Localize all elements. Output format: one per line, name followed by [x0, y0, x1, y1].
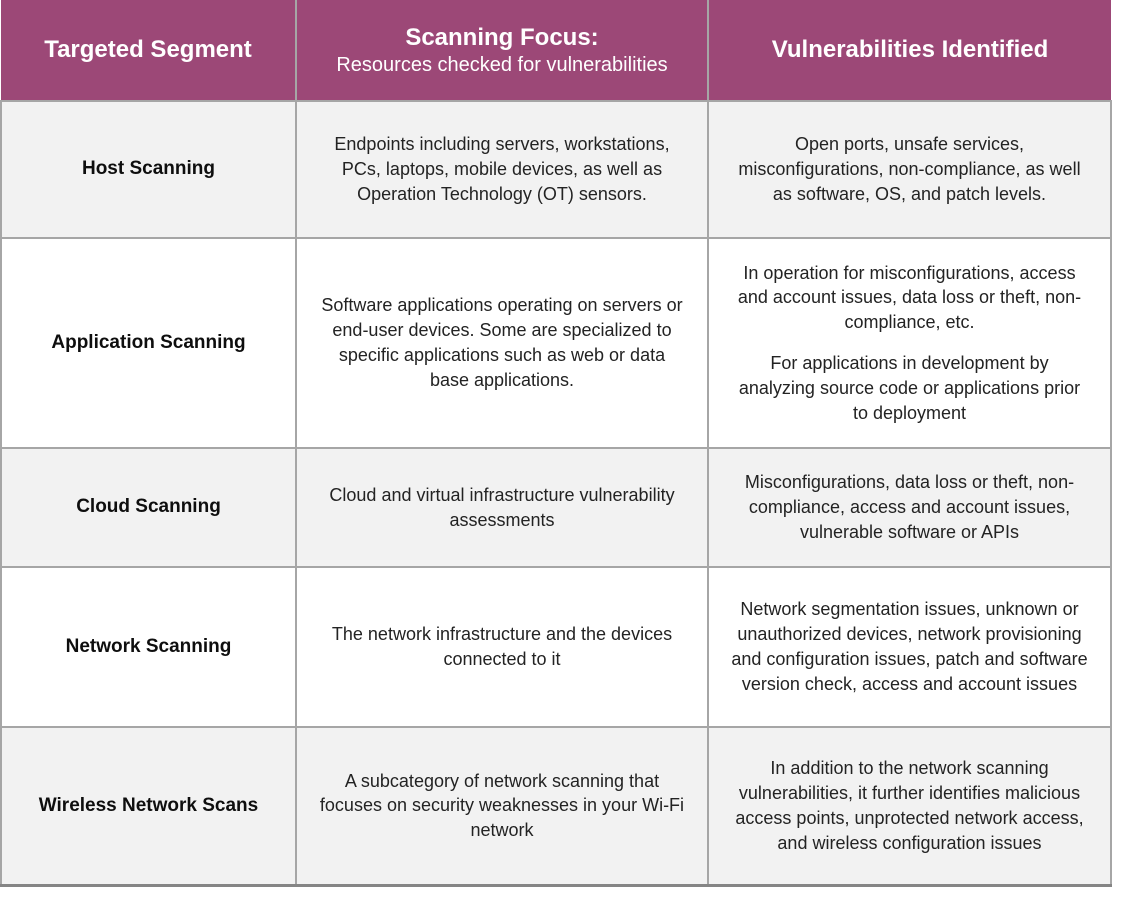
segment-cell: Application Scanning	[0, 237, 297, 449]
focus-cell: Software applications operating on serve…	[295, 237, 709, 449]
segment-cell: Wireless Network Scans	[0, 726, 297, 887]
focus-cell: Endpoints including servers, workstation…	[295, 100, 709, 239]
vulnerabilities-cell: Misconfigurations, data loss or theft, n…	[707, 447, 1112, 568]
vulnerability-paragraph: For applications in development by analy…	[738, 353, 1081, 423]
header-scanning-focus-title: Scanning Focus:	[405, 23, 599, 51]
segment-cell: Network Scanning	[0, 566, 297, 728]
table-row: Cloud Scanning Cloud and virtual infrast…	[0, 447, 1112, 568]
header-row: Targeted Segment Scanning Focus: Resourc…	[1, 0, 1111, 102]
vulnerabilities-cell: Network segmentation issues, unknown or …	[707, 566, 1112, 728]
table-row: Wireless Network Scans A subcategory of …	[0, 726, 1112, 887]
focus-paragraph: Cloud and virtual infrastructure vulnera…	[329, 484, 675, 530]
header-vulnerabilities-identified-label: Vulnerabilities Identified	[771, 36, 1049, 63]
header-targeted-segment: Targeted Segment	[1, 0, 297, 102]
vulnerabilities-cell: In addition to the network scanning vuln…	[707, 726, 1112, 887]
vulnerabilities-cell: In operation for misconfigurations, acce…	[707, 237, 1112, 449]
focus-paragraph: A subcategory of network scanning that f…	[319, 770, 685, 841]
vulnerability-paragraph: Network segmentation issues, unknown or …	[731, 599, 1088, 694]
header-scanning-focus-subtitle: Resources checked for vulnerabilities	[336, 53, 668, 76]
focus-paragraph: Endpoints including servers, workstation…	[334, 134, 670, 204]
focus-paragraph: Software applications operating on serve…	[321, 295, 683, 390]
vulnerabilities-cell: Open ports, unsafe services, misconfigur…	[707, 100, 1112, 239]
vulnerability-paragraph: In operation for misconfigurations, acce…	[737, 262, 1082, 333]
vulnerability-paragraph: Open ports, unsafe services, misconfigur…	[738, 134, 1081, 204]
vulnerability-paragraph: In addition to the network scanning vuln…	[735, 758, 1084, 853]
focus-cell: Cloud and virtual infrastructure vulnera…	[295, 447, 709, 568]
segment-cell: Cloud Scanning	[0, 447, 297, 568]
table-row: Host Scanning Endpoints including server…	[0, 100, 1112, 239]
table-body: Host Scanning Endpoints including server…	[0, 100, 1112, 887]
vulnerability-scanning-table: Targeted Segment Scanning Focus: Resourc…	[0, 0, 1112, 887]
focus-paragraph: The network infrastructure and the devic…	[331, 624, 673, 669]
header-targeted-segment-label: Targeted Segment	[44, 36, 252, 63]
header-scanning-focus: Scanning Focus: Resources checked for vu…	[295, 0, 709, 102]
focus-cell: The network infrastructure and the devic…	[295, 566, 709, 728]
table-header: Targeted Segment Scanning Focus: Resourc…	[1, 0, 1111, 102]
table-row: Network Scanning The network infrastruct…	[0, 566, 1112, 728]
table-row: Application Scanning Software applicatio…	[0, 237, 1112, 449]
segment-cell: Host Scanning	[0, 100, 297, 239]
header-vulnerabilities-identified: Vulnerabilities Identified	[707, 0, 1111, 102]
focus-cell: A subcategory of network scanning that f…	[295, 726, 709, 887]
vulnerability-paragraph: Misconfigurations, data loss or theft, n…	[744, 472, 1075, 542]
